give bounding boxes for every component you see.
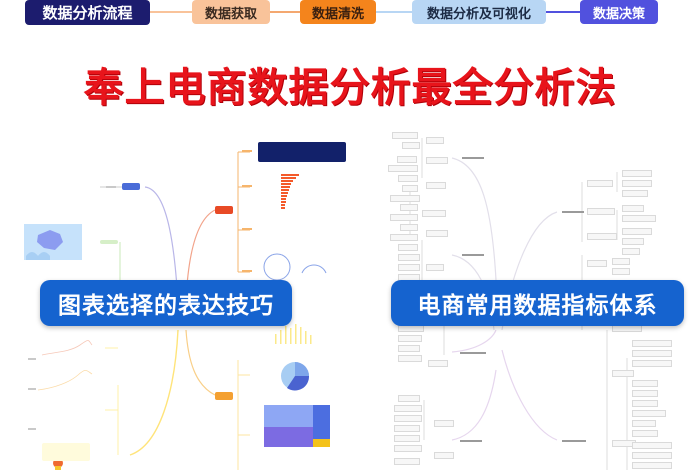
mindmap-leaf (394, 405, 422, 412)
mindmap-leaf (632, 452, 672, 459)
mindmap-leaf (28, 428, 36, 430)
mindmap-leaf (612, 268, 630, 275)
kpi-card-thumbnail (258, 142, 346, 162)
mindmap-leaf (400, 204, 418, 211)
mindmap-leaf (390, 195, 420, 202)
flow-step-analysis-visualization: 数据分析及可视化 (412, 0, 546, 24)
mindmap-leaf (632, 390, 658, 397)
mindmap-leaf (622, 215, 656, 222)
mindmap-leaf (587, 208, 615, 215)
mindmap-leaf (394, 415, 422, 422)
mindmap-connectors (24, 151, 330, 470)
mindmap-leaf (398, 395, 420, 402)
mindmap-node-red (215, 206, 233, 214)
mindmap-leaf (426, 264, 444, 271)
chart-selection-mindmap: 图表选择的表达技巧 (0, 130, 362, 470)
mindmap-leaf (622, 170, 652, 177)
mindmap-leaf (622, 180, 652, 187)
mindmap-leaf (612, 370, 634, 377)
mindmap-leaf (394, 458, 420, 465)
mindmap-leaf (398, 355, 422, 362)
mindmap-leaf (398, 345, 420, 352)
mindmap-root-node (460, 352, 486, 354)
mindmap-leaf (587, 233, 617, 240)
mindmap-leaf (242, 270, 252, 272)
mindmap-leaf (398, 254, 420, 261)
mindmap-leaf (632, 340, 672, 347)
mindmap-leaf (632, 400, 658, 407)
mindmap-leaf (106, 186, 116, 188)
mindmap-leaf (242, 150, 252, 152)
mindmap-leaf (632, 420, 656, 427)
mindmap-leaf (426, 137, 444, 144)
mindmap-leaf (398, 244, 418, 251)
mindmap-leaf (632, 360, 672, 367)
mindmap-root-node (460, 440, 482, 442)
flow-connector (376, 11, 412, 13)
mindmap-root-node (562, 211, 584, 213)
mindmap-leaf (400, 224, 418, 231)
mindmap-leaf (394, 445, 422, 452)
mindmap-leaf (242, 185, 252, 187)
flow-connector (546, 11, 580, 13)
mindmap-leaf (434, 420, 454, 427)
mindmap-root-node (562, 440, 586, 442)
flow-step-data-cleaning: 数据清洗 (300, 0, 376, 24)
analysis-flow-bar: 数据分析流程 数据获取 数据清洗 数据分析及可视化 数据决策 (0, 0, 700, 28)
mindmap-node-orange (215, 392, 233, 400)
mindmap-leaf (622, 238, 644, 245)
flow-step-data-acquisition: 数据获取 (192, 0, 270, 24)
mindmap-root-node (462, 254, 484, 256)
mindmap-leaf (390, 234, 418, 241)
flow-step-data-decision: 数据决策 (580, 0, 658, 24)
flow-step-analysis-process: 数据分析流程 (25, 0, 150, 25)
mindmap-leaf (28, 388, 36, 390)
mindmap-node-green (100, 240, 118, 244)
mindmap-leaf (426, 157, 448, 164)
mindmap-leaf (632, 430, 658, 437)
mindmap-leaf (398, 175, 418, 182)
flow-connector (270, 11, 300, 13)
mindmap-leaf (402, 142, 420, 149)
mindmap-leaf (428, 360, 448, 367)
mindmap-leaf (622, 205, 644, 212)
mindmap-leaf (398, 264, 420, 271)
flow-connector (150, 11, 192, 13)
mindmap-leaf (397, 156, 417, 163)
mindmap-leaf (242, 228, 252, 230)
mindmap-node-blue (122, 183, 140, 190)
mindmap-root-node (462, 157, 484, 159)
ecommerce-metrics-mindmap: 电商常用数据指标体系 (362, 130, 700, 470)
mindmap-leaf (394, 425, 420, 432)
mindmap-leaf (632, 380, 658, 387)
mindmap-leaf (398, 325, 424, 332)
area-chart-thumbnail (42, 443, 90, 461)
mindmap-leaf (587, 180, 613, 187)
mindmap-leaf (388, 165, 418, 172)
mindmap-leaf (612, 258, 630, 265)
mindmap-leaf (632, 442, 672, 449)
mindmap-leaf (402, 185, 418, 192)
mindmap-leaf (28, 358, 36, 360)
mindmap-leaf (632, 462, 672, 469)
chart-selection-banner: 图表选择的表达技巧 (40, 280, 292, 326)
mindmap-leaf (632, 410, 666, 417)
mindmap-leaf (392, 132, 418, 139)
mindmap-leaf (426, 182, 446, 189)
mindmap-leaf (434, 452, 454, 459)
mindmap-leaf (587, 260, 607, 267)
mindmap-leaf (390, 214, 418, 221)
metrics-system-banner: 电商常用数据指标体系 (391, 280, 684, 326)
mindmap-leaf (398, 335, 422, 342)
page-headline: 奉上电商数据分析最全分析法 (83, 65, 617, 111)
mindmap-leaf (622, 228, 652, 235)
mindmap-leaf (622, 190, 648, 197)
mindmap-leaf (622, 248, 640, 255)
mindmap-leaf (632, 350, 672, 357)
mindmap-leaf (426, 230, 448, 237)
mindmap-leaf (422, 210, 446, 217)
mindmap-leaf (394, 435, 420, 442)
mindmap-leaf (612, 325, 642, 332)
